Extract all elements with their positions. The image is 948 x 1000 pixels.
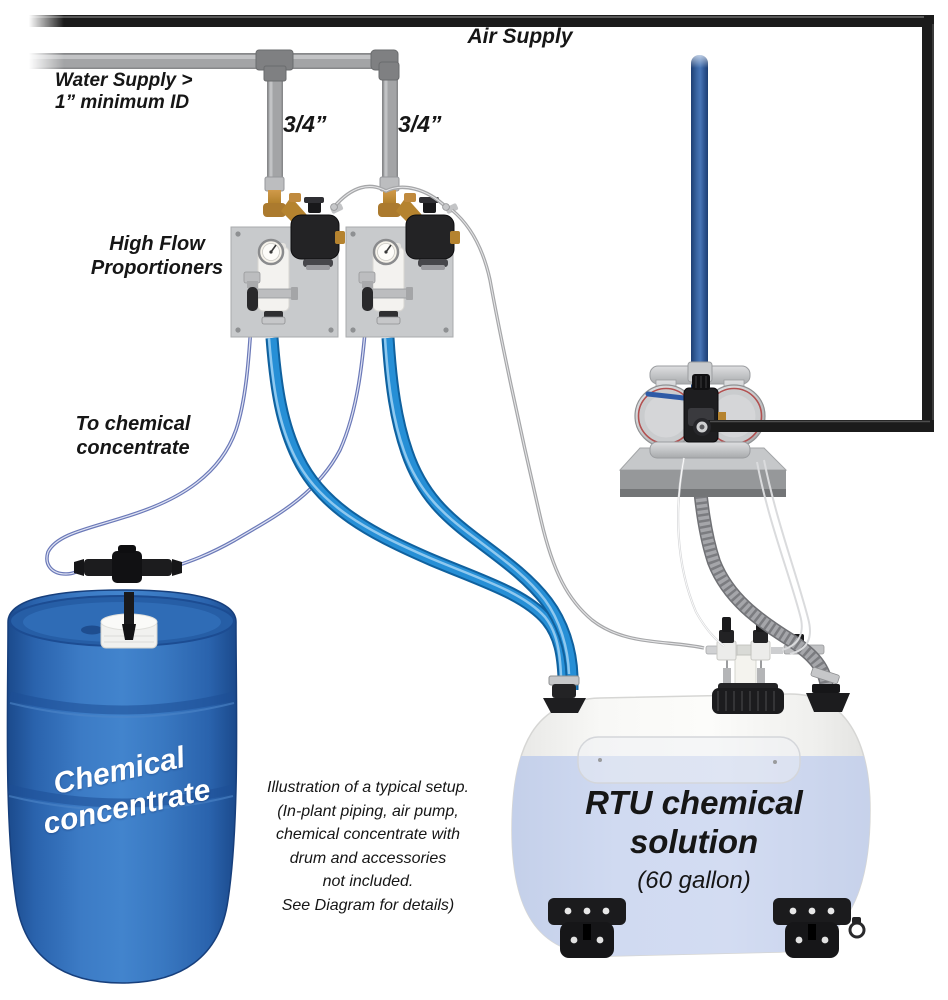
pump-clear-tubes: [677, 457, 811, 655]
tank-foot-left: [548, 898, 626, 958]
to-chemical-line2: concentrate: [76, 437, 190, 459]
air-supply-pipe: [12, 15, 934, 426]
chemical-concentrate-drum: [6, 545, 238, 984]
tank-inlet-fitting: [543, 675, 586, 713]
air-supply-label: Air Supply: [467, 25, 573, 48]
tank-screw-cap: [712, 683, 784, 714]
tank-label-line1: RTU chemical: [585, 784, 803, 821]
note-line5: not included.: [322, 873, 414, 890]
chemical-suction-tube-right: [169, 308, 369, 570]
note-line1: Illustration of a typical setup.: [267, 779, 469, 796]
water-supply-label: Water Supply > 1” minimum ID: [55, 70, 192, 114]
corrugated-discharge-hose: [690, 459, 840, 691]
tank-top-hatch: [577, 736, 801, 784]
water-supply-line2: 1” minimum ID: [55, 92, 190, 113]
note-line4: drum and accessories: [289, 849, 447, 867]
water-supply-pipe: [18, 49, 400, 186]
pipe-fade: [0, 6, 64, 82]
tank-capacity-label: (60 gallon): [637, 867, 751, 894]
high-flow-proportioner-2: [344, 175, 462, 339]
air-pipe-pump-branch: [693, 418, 934, 436]
chemical-suction-tube-left: [45, 308, 254, 576]
tank-drain-ring: [848, 917, 866, 939]
level-sensor-right: [753, 630, 768, 643]
tank-outlet-fitting: [806, 684, 850, 712]
proportioners-label: High Flow Proportioners: [58, 232, 256, 280]
pipe-tee-fitting: [255, 49, 294, 82]
pump-handle: [645, 391, 687, 401]
drum-suction-tee-fitting: [74, 545, 182, 640]
to-chemical-line1: To chemical: [75, 413, 191, 435]
air-hose-to-tank-sensor: [450, 208, 705, 650]
pump-air-hose: [686, 48, 714, 395]
note-line6: See Diagram for details): [281, 896, 455, 914]
tank-label-line2: solution: [629, 823, 759, 860]
proportioners-line2: Proportioners: [90, 257, 224, 279]
drum-vent-bung: [81, 625, 103, 635]
air-diaphragm-pump: [618, 361, 788, 497]
proportioner-air-hose-link: [330, 184, 450, 211]
rtu-solution-tank: [511, 693, 871, 958]
pipe-size-right-label: 3/4”: [398, 111, 442, 137]
tank-label: RTU chemical solution (60 gallon): [555, 783, 833, 896]
tank-foot-right: [773, 898, 851, 958]
note-line3: chemical concentrate with: [275, 826, 461, 843]
to-chemical-label: To chemical concentrate: [33, 412, 233, 460]
water-supply-line1: Water Supply >: [55, 70, 193, 91]
pipe-elbow-fitting: [370, 49, 400, 81]
solution-hose-left: [265, 337, 571, 690]
level-sensor-left: [719, 630, 734, 643]
note-line2: (In-plant piping, air pump,: [277, 802, 459, 820]
proportioners-line1: High Flow: [109, 233, 205, 255]
pipe-size-left-label: 3/4”: [283, 111, 327, 137]
solution-hose-right: [381, 337, 579, 690]
setup-note: Illustration of a typical setup. (In-pla…: [256, 776, 480, 917]
